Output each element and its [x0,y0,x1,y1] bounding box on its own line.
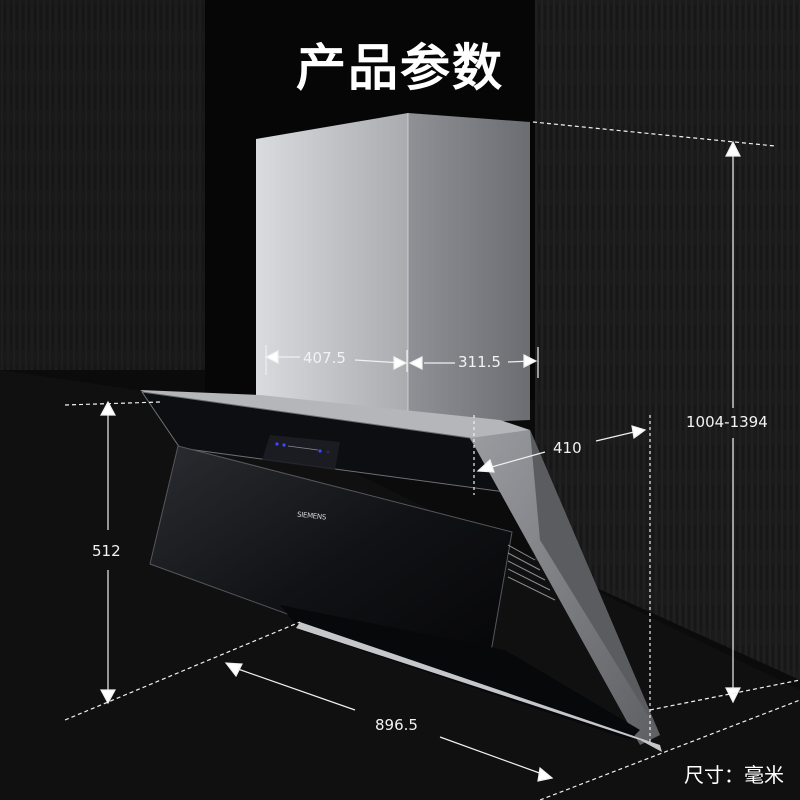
dimension-hood-depth: 410 [553,439,582,457]
lower-body [280,605,640,740]
vent-grill [507,544,556,601]
dimension-lines [64,121,800,800]
unit-label: 尺寸：毫米 [684,763,784,787]
dimension-chimney-depth: 311.5 [458,353,501,371]
dimension-hood-height: 512 [92,542,121,560]
side-frame-outer [530,430,660,735]
indicator-led-4 [326,450,330,454]
bottom-rim [296,622,662,752]
hood-top [140,390,530,440]
indicator-led-3 [318,449,322,453]
indicator-led-2 [282,443,286,447]
page-title: 产品参数 [296,39,504,97]
wall-left [0,0,205,370]
chimney-front [256,113,408,425]
dimension-total-height: 1004-1394 [686,413,768,431]
dimension-chimney-width: 407.5 [303,349,346,367]
control-panel [262,435,340,470]
side-frame [470,430,660,745]
wall-right [535,0,800,680]
dimension-hood-width: 896.5 [375,716,418,734]
chimney-side [408,113,530,425]
indicator-led-1 [275,442,279,446]
